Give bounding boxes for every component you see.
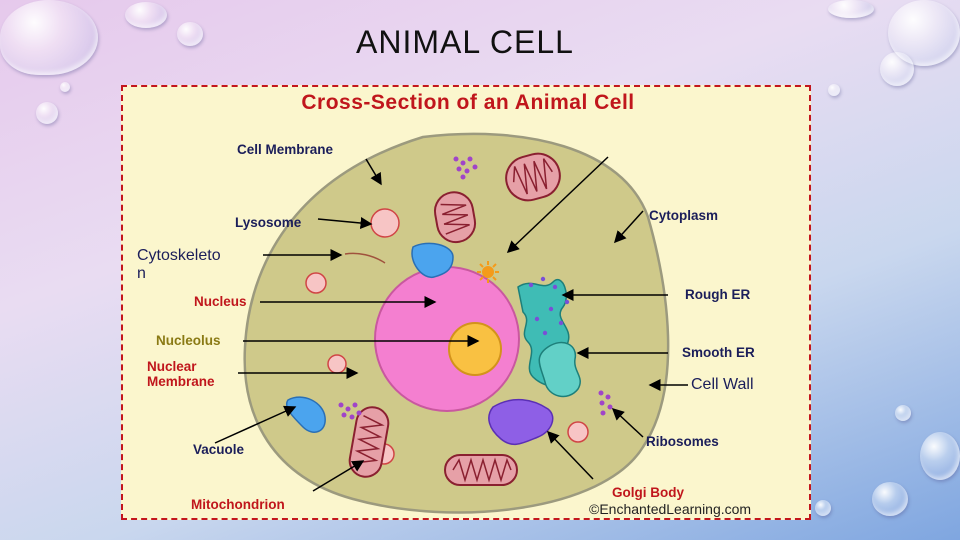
mitochondrion bbox=[444, 454, 518, 486]
mitochondrion bbox=[505, 152, 561, 202]
diagram-title: Cross-Section of an Animal Cell bbox=[301, 91, 635, 114]
lysosome bbox=[370, 208, 400, 238]
water-drop bbox=[815, 500, 831, 516]
ribosome-cluster bbox=[338, 402, 362, 420]
lysosome bbox=[327, 354, 347, 374]
water-drop bbox=[60, 82, 70, 92]
ribosome-cluster bbox=[598, 390, 613, 416]
water-drop bbox=[828, 84, 840, 96]
golgi-body bbox=[488, 398, 554, 446]
label-nuclear-membrane: Nuclear Membrane bbox=[147, 359, 215, 389]
label-nucleolus: Nucleolus bbox=[156, 333, 221, 348]
cell-illustration bbox=[214, 132, 688, 514]
water-drop bbox=[0, 0, 98, 75]
water-drop bbox=[872, 482, 908, 516]
centrosome bbox=[477, 261, 499, 283]
diagram-panel: Cross-Section of an Animal Cell bbox=[121, 85, 811, 520]
lysosome bbox=[305, 272, 327, 294]
water-drop bbox=[125, 2, 167, 28]
nucleolus bbox=[448, 322, 502, 376]
label-smooth-er: Smooth ER bbox=[682, 345, 755, 360]
mitochondrion bbox=[433, 191, 477, 244]
slide-title: ANIMAL CELL bbox=[356, 24, 574, 60]
label-cell-membrane: Cell Membrane bbox=[237, 142, 334, 157]
vacuole bbox=[411, 242, 454, 278]
water-drop bbox=[920, 432, 960, 480]
label-rough-er: Rough ER bbox=[685, 287, 751, 302]
label-cell-wall: Cell Wall bbox=[691, 376, 754, 393]
mitochondrion bbox=[348, 406, 390, 478]
label-nucleus: Nucleus bbox=[194, 294, 247, 309]
label-cytoskeleton: Cytoskeleto n bbox=[137, 247, 221, 282]
copyright-text: ©EnchantedLearning.com bbox=[589, 501, 752, 517]
label-golgi-body: Golgi Body bbox=[612, 485, 684, 500]
water-drop bbox=[828, 0, 874, 18]
label-vacuole: Vacuole bbox=[193, 442, 245, 457]
ribosome-cluster bbox=[453, 156, 478, 180]
label-cytoplasm: Cytoplasm bbox=[649, 208, 719, 223]
label-lysosome: Lysosome bbox=[235, 215, 302, 230]
lysosome bbox=[567, 421, 589, 443]
water-drop bbox=[880, 52, 914, 86]
endoplasmic-reticulum bbox=[517, 276, 581, 398]
water-drop bbox=[895, 405, 911, 421]
label-ribosomes: Ribosomes bbox=[646, 434, 719, 449]
water-drop bbox=[36, 102, 58, 124]
label-mitochondrion: Mitochondrion bbox=[191, 497, 285, 512]
water-drop bbox=[177, 22, 203, 46]
